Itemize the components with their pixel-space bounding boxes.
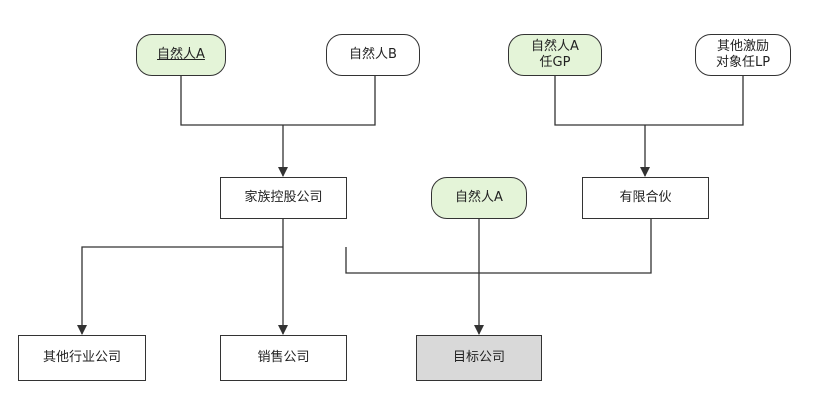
node-target-company: 目标公司 xyxy=(416,335,542,381)
node-person-a-top: 自然人A xyxy=(136,34,226,76)
node-person-b: 自然人B xyxy=(326,34,420,76)
node-sales-company: 销售公司 xyxy=(220,335,347,381)
node-incentive-lp: 其他激励 对象任LP xyxy=(695,34,791,76)
edge-partnership-to-target xyxy=(345,219,652,274)
node-other-industry: 其他行业公司 xyxy=(18,335,146,381)
edge-gp-lp-to-partnership xyxy=(554,76,744,126)
node-person-a-gp: 自然人A 任GP xyxy=(508,34,602,76)
node-person-a-mid: 自然人A xyxy=(431,177,527,219)
node-limited-partnership: 有限合伙 xyxy=(582,177,709,219)
node-family-holding: 家族控股公司 xyxy=(220,177,347,219)
edge-persons-to-family-holding xyxy=(180,76,376,126)
edge-family-to-other xyxy=(77,246,283,335)
